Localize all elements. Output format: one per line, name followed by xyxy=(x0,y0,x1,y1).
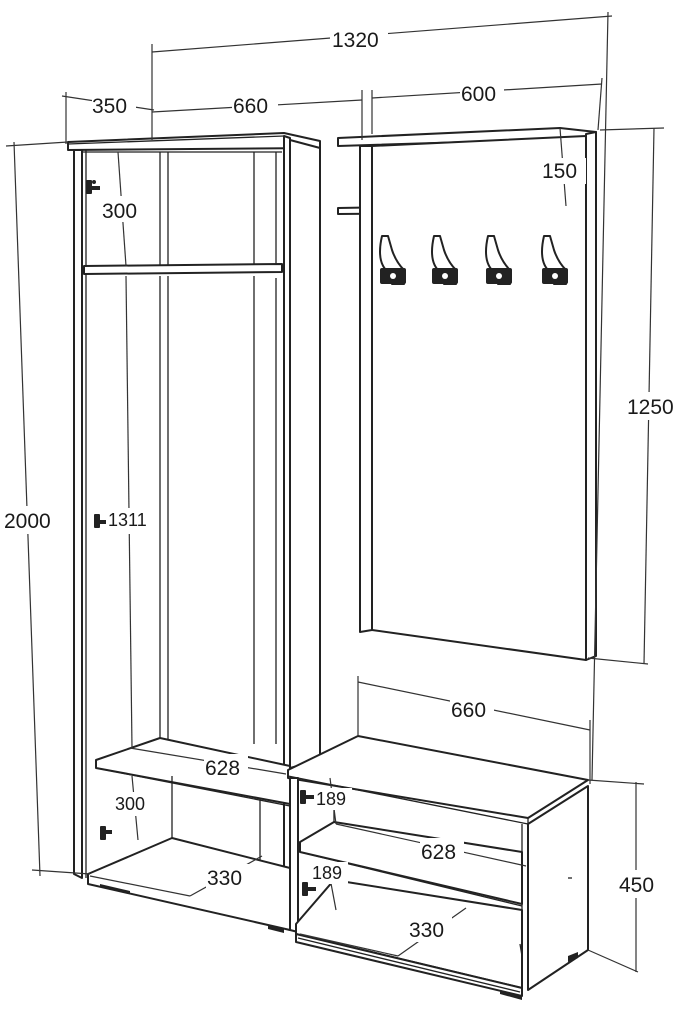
dim-bench-shelf-gap-1: 189 xyxy=(316,789,346,809)
dim-bottom-depth: 330 xyxy=(207,867,242,890)
dim-bench-shelf-gap-2: 189 xyxy=(312,863,342,883)
dim-hanger-width: 600 xyxy=(461,83,496,106)
hinge-icon xyxy=(300,790,314,804)
bench-shelf xyxy=(299,821,523,905)
hinge-icon xyxy=(86,180,100,194)
hinge-icon xyxy=(302,882,316,896)
hinge-icon xyxy=(100,826,112,840)
bench-right-panel xyxy=(527,785,589,991)
dim-total-width: 1320 xyxy=(332,29,379,52)
coat-hook-icon xyxy=(379,235,406,285)
hinge-icon xyxy=(94,514,106,528)
hanger-back-panel xyxy=(371,135,587,661)
dim-depth: 350 xyxy=(92,95,127,118)
dim-wardrobe-width: 660 xyxy=(233,95,268,118)
dim-bench-height: 450 xyxy=(619,874,654,897)
dim-rail-height: 1311 xyxy=(108,510,147,530)
dim-bench-shelf-width: 628 xyxy=(421,841,456,864)
dim-upper-shelf-gap: 300 xyxy=(102,200,137,223)
dim-hanger-height: 1250 xyxy=(627,396,674,419)
wardrobe-upper-shelf xyxy=(83,263,283,275)
dim-hanger-shelf-gap: 150 xyxy=(542,160,577,183)
hanger-right-edge xyxy=(585,131,597,661)
coat-hook-icon xyxy=(541,235,568,285)
coat-hook-icon xyxy=(431,235,458,285)
dimension-labels: 1320 350 660 600 150 1250 2000 300 1311 … xyxy=(2,24,680,942)
dim-bench-depth: 330 xyxy=(409,919,444,942)
hanger-unit xyxy=(337,127,597,661)
coat-hook-icon xyxy=(485,235,512,285)
wardrobe-unit xyxy=(67,132,321,933)
dim-lower-shelf-width: 628 xyxy=(205,757,240,780)
dim-bench-width: 660 xyxy=(451,699,486,722)
dim-lower-shelf-gap: 300 xyxy=(115,794,145,814)
wardrobe-left-panel xyxy=(73,149,83,879)
hanger-left-edge xyxy=(359,145,373,633)
bench-left-panel xyxy=(289,777,299,933)
wardrobe-side-face xyxy=(289,139,321,769)
bench-top xyxy=(287,735,589,819)
dim-total-height: 2000 xyxy=(4,510,51,533)
